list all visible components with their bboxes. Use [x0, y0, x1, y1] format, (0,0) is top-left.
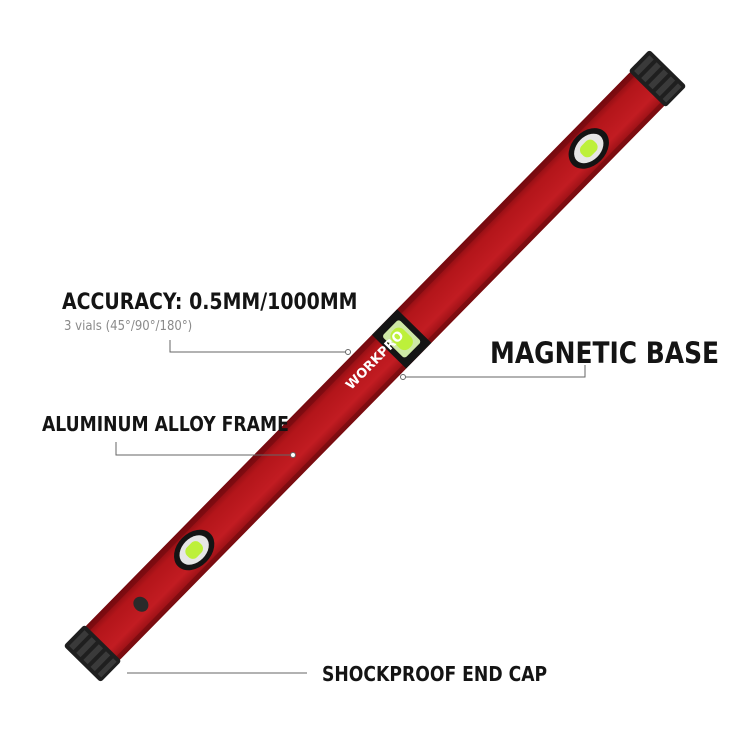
bottom-vial [173, 529, 215, 571]
accuracy-label: ACCURACY: 0.5MM/1000MM [62, 290, 358, 315]
center-vial [371, 309, 432, 369]
bottom-end-cap [64, 625, 121, 682]
hang-hole [133, 596, 149, 612]
top-vial [568, 128, 609, 169]
frame-label: ALUMINUM ALLOY FRAME [42, 412, 289, 436]
accuracy-leader [169, 340, 348, 353]
top-end-cap [629, 50, 686, 107]
level-body [85, 72, 665, 660]
callout-lines [115, 340, 586, 674]
vials-label: 3 vials (45°/90°/180°) [64, 319, 193, 334]
frame-leader [115, 442, 293, 456]
magnetic-leader [403, 365, 586, 378]
magnetic-base-label: MAGNETIC BASE [490, 336, 720, 370]
end-cap-label: SHOCKPROOF END CAP [322, 662, 548, 686]
spirit-level: WORKPRO [64, 50, 686, 682]
